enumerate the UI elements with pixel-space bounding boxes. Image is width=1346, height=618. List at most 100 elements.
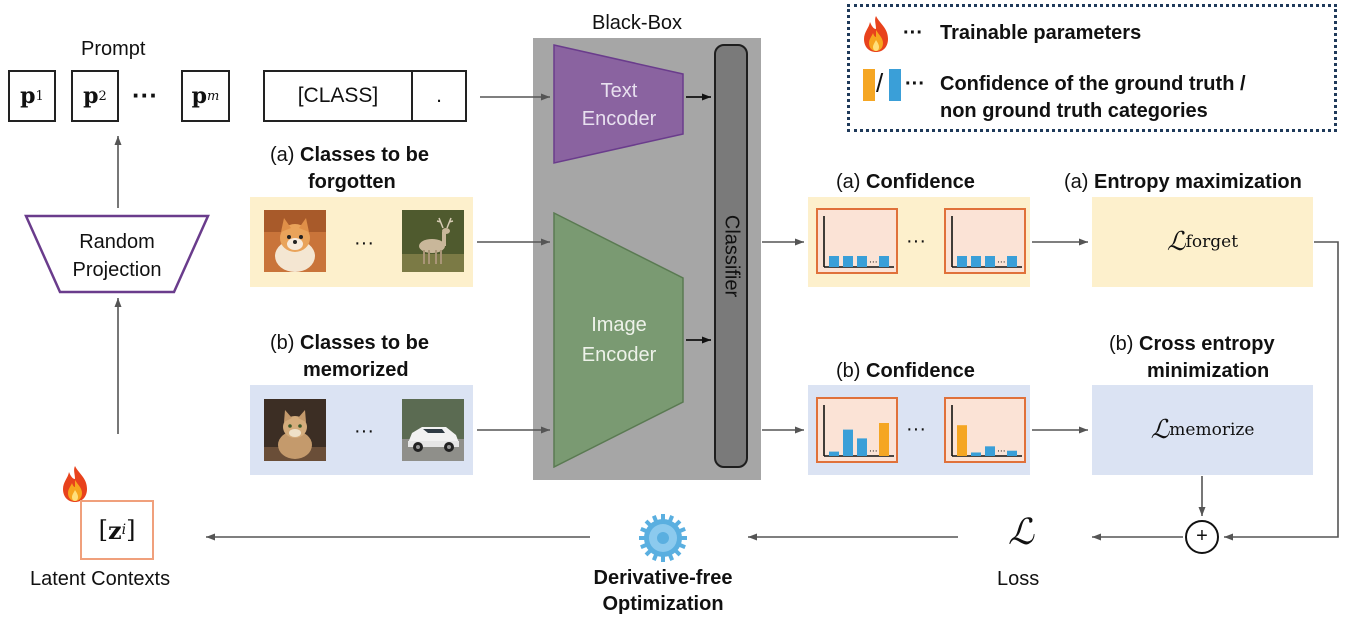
- entropy-max-title: (a) Entropy maximization: [1064, 171, 1302, 194]
- cat-image: [264, 399, 326, 461]
- prompt-token-1-sub: 1: [35, 88, 44, 104]
- period-token-box: .: [411, 70, 467, 122]
- non-ground-truth-bar: [879, 256, 889, 267]
- legend-ground-truth-swatch: [863, 69, 875, 101]
- deer-image: [402, 210, 464, 272]
- gear-icon: [638, 513, 688, 563]
- confidence-a-title: (a) Confidence: [836, 171, 975, 194]
- non-ground-truth-bar: [857, 438, 867, 456]
- sum-node: +: [1185, 520, 1219, 554]
- cross-entropy-text: Cross entropy: [1139, 333, 1275, 355]
- legend-confidence-line2: non ground truth categories: [940, 100, 1208, 122]
- ground-truth-bar: [879, 423, 889, 456]
- forget-loss-sub: forget: [1185, 232, 1239, 252]
- non-ground-truth-bar: [857, 256, 867, 267]
- prompt-token-m-symbol: p: [191, 83, 208, 109]
- image-encoder-line2: Encoder: [581, 344, 657, 366]
- entropy-max-prefix: (a): [1064, 171, 1089, 193]
- class-token-label: [CLASS]: [297, 84, 379, 107]
- text-encoder-line1: Text: [600, 80, 638, 102]
- forget-prefix: (a): [270, 144, 295, 166]
- latent-symbol: z: [107, 515, 122, 545]
- chart-a1: ···: [816, 208, 898, 274]
- car-image: [402, 399, 464, 461]
- confidence-mini-chart: ···: [951, 216, 1022, 268]
- text-encoder-line2: Encoder: [581, 108, 657, 130]
- prompt-token-1-symbol: p: [20, 83, 36, 109]
- memorize-loss-sub: memorize: [1169, 420, 1255, 440]
- chart-ellipsis: ···: [997, 447, 1006, 457]
- legend-ellipsis-2: ···: [905, 73, 925, 95]
- prompt-ellipsis: ···: [132, 80, 158, 110]
- memorize-loss-symbol: ℒ: [1150, 415, 1170, 445]
- memorize-title-line2: memorized: [303, 359, 409, 381]
- chart-ellipsis: ···: [869, 447, 878, 457]
- optimization-line1: Derivative-free: [593, 567, 733, 589]
- cross-entropy-title-line2: minimization: [1147, 360, 1270, 382]
- arrow-forget-loss-to-sum: [1224, 241, 1339, 541]
- total-loss-symbol: ℒ: [1008, 512, 1034, 553]
- non-ground-truth-bar: [971, 452, 981, 456]
- classifier-bar: [714, 44, 748, 468]
- chart-b1: ···: [816, 397, 898, 463]
- chart-a2: ···: [944, 208, 1026, 274]
- image-encoder-line1: Image: [591, 314, 647, 336]
- latent-subscript: i: [121, 522, 127, 538]
- non-ground-truth-bar: [985, 446, 995, 456]
- confidence-b-text: Confidence: [866, 360, 975, 382]
- cross-entropy-prefix: (b): [1109, 333, 1134, 355]
- chart-ellipsis: ···: [869, 258, 878, 268]
- ground-truth-bar: [957, 425, 967, 456]
- entropy-max-text: Entropy maximization: [1094, 171, 1302, 193]
- legend-trainable-label: Trainable parameters: [940, 22, 1142, 44]
- memorize-ellipsis: ···: [354, 420, 374, 442]
- fire-icon: [63, 466, 87, 502]
- prompt-title: Prompt: [81, 38, 146, 60]
- blackbox-title: Black-Box: [592, 12, 683, 34]
- non-ground-truth-bar: [1007, 450, 1017, 456]
- non-ground-truth-bar: [971, 256, 981, 267]
- confidence-a-prefix: (a): [836, 171, 861, 193]
- legend-slash: /: [876, 68, 884, 98]
- non-ground-truth-bar: [829, 256, 839, 267]
- chart-b2: ···: [944, 397, 1026, 463]
- confidence-a-text: Confidence: [866, 171, 975, 193]
- forget-title-line1: (a) Classes to be: [270, 144, 429, 167]
- text-encoder-shape: [553, 44, 684, 164]
- non-ground-truth-bar: [843, 429, 853, 456]
- total-loss-label: Loss: [997, 568, 1040, 590]
- forget-loss-symbol: ℒ: [1166, 227, 1186, 257]
- confidence-b-ellipsis: ···: [906, 418, 926, 440]
- non-ground-truth-bar: [985, 256, 995, 267]
- legend-confidence-line1: Confidence of the ground truth /: [940, 73, 1246, 95]
- forget-title-text: Classes to be: [300, 144, 429, 166]
- non-ground-truth-bar: [829, 451, 839, 456]
- sum-node-label: +: [1196, 524, 1208, 547]
- confidence-mini-chart: ···: [823, 405, 894, 457]
- legend-box: [847, 4, 1337, 132]
- random-projection-line2: Projection: [72, 259, 162, 281]
- memorize-prefix: (b): [270, 332, 295, 354]
- forget-title-line2: forgotten: [308, 171, 396, 193]
- non-ground-truth-bar: [843, 256, 853, 267]
- legend-non-ground-truth-swatch: [889, 69, 901, 101]
- random-projection-trapezoid: [24, 214, 210, 294]
- image-encoder-shape: [553, 212, 684, 468]
- non-ground-truth-bar: [1007, 256, 1017, 267]
- non-ground-truth-bar: [957, 256, 967, 267]
- optimization-line2: Optimization: [602, 593, 724, 615]
- legend-ellipsis-1: ···: [903, 22, 923, 44]
- forget-ellipsis: ···: [354, 232, 374, 254]
- confidence-b-title: (b) Confidence: [836, 360, 975, 383]
- latent-contexts-label: Latent Contexts: [30, 568, 171, 590]
- memorize-title-line1: (b) Classes to be: [270, 332, 429, 355]
- prompt-token-m-sub: m: [207, 88, 220, 104]
- fire-icon: [864, 16, 888, 52]
- random-projection-line1: Random: [79, 231, 155, 253]
